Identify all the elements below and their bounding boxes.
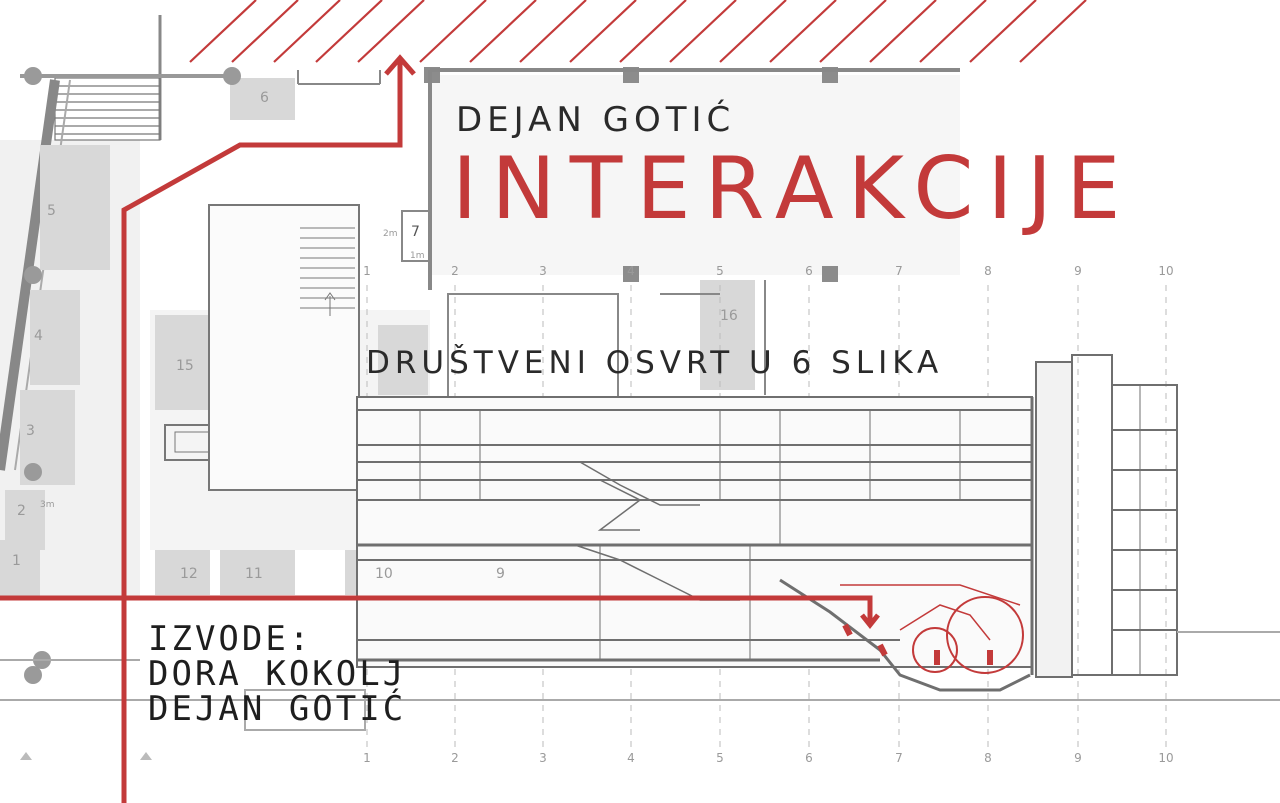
axis-9-bottom: 9 <box>1074 751 1082 765</box>
axis-10-bottom: 10 <box>1158 751 1173 765</box>
room-1: 1 <box>12 553 21 569</box>
dimension-2m: 2m <box>383 229 398 239</box>
central-room <box>164 204 360 491</box>
poster-title: INTERAKCIJE <box>452 139 1135 239</box>
credits-name-2: DEJAN GOTIĆ <box>148 689 407 730</box>
axis-10: 10 <box>1158 264 1173 278</box>
credits-label: IZVODE: <box>148 619 313 659</box>
axis-8-bottom: 8 <box>984 751 992 765</box>
credits-block: IZVODE: DORA KOKOLJ DEJAN GOTIĆ <box>148 619 407 730</box>
room-5: 5 <box>47 203 56 219</box>
room-4: 4 <box>34 328 43 344</box>
room-labels: 1 2 3 4 5 6 7 9 10 11 12 15 16 2m 1m 3m <box>12 90 738 582</box>
room-2: 2 <box>17 503 26 519</box>
axis-5-bottom: 5 <box>716 751 724 765</box>
axis-5: 5 <box>716 264 724 278</box>
room-6: 6 <box>260 90 269 106</box>
room-12: 12 <box>180 566 198 582</box>
bottom-lines <box>0 659 1280 760</box>
axis-3: 3 <box>539 264 547 278</box>
room-9: 9 <box>496 566 505 582</box>
room-15: 15 <box>176 358 194 374</box>
room-10: 10 <box>375 566 393 582</box>
room-7: 7 <box>411 224 420 240</box>
axis-8: 8 <box>984 264 992 278</box>
room-16: 16 <box>720 308 738 324</box>
top-walls <box>297 68 960 400</box>
axis-6: 6 <box>805 264 813 278</box>
poster-subtitle: DRUŠTVENI OSVRT U 6 SLIKA <box>366 345 944 381</box>
stair-block <box>20 15 230 141</box>
axis-6-bottom: 6 <box>805 751 813 765</box>
axis-4-bottom: 4 <box>627 751 635 765</box>
dimension-3m: 3m <box>40 500 55 510</box>
dimension-1m: 1m <box>410 251 425 261</box>
axis-7: 7 <box>895 264 903 278</box>
axis-7-bottom: 7 <box>895 751 903 765</box>
axis-3-bottom: 3 <box>539 751 547 765</box>
tower-section <box>1035 354 1280 678</box>
red-route <box>0 54 1024 803</box>
credits-name-1: DORA KOKOLJ <box>148 654 407 695</box>
axis-4: 4 <box>627 264 635 278</box>
axis-1: 1 <box>363 264 371 278</box>
author-name: DEJAN GOTIĆ <box>456 100 736 140</box>
section-building <box>356 396 1034 692</box>
axis-9: 9 <box>1074 264 1082 278</box>
axis-2: 2 <box>451 264 459 278</box>
axis-1-bottom: 1 <box>363 751 371 765</box>
room-3: 3 <box>26 423 35 439</box>
axis-2-bottom: 2 <box>451 751 459 765</box>
room-11: 11 <box>245 566 263 582</box>
axis-labels: 1 2 3 4 5 6 7 8 9 10 1 2 3 4 5 6 7 8 9 1… <box>363 264 1173 765</box>
hatched-zone <box>189 0 1087 63</box>
